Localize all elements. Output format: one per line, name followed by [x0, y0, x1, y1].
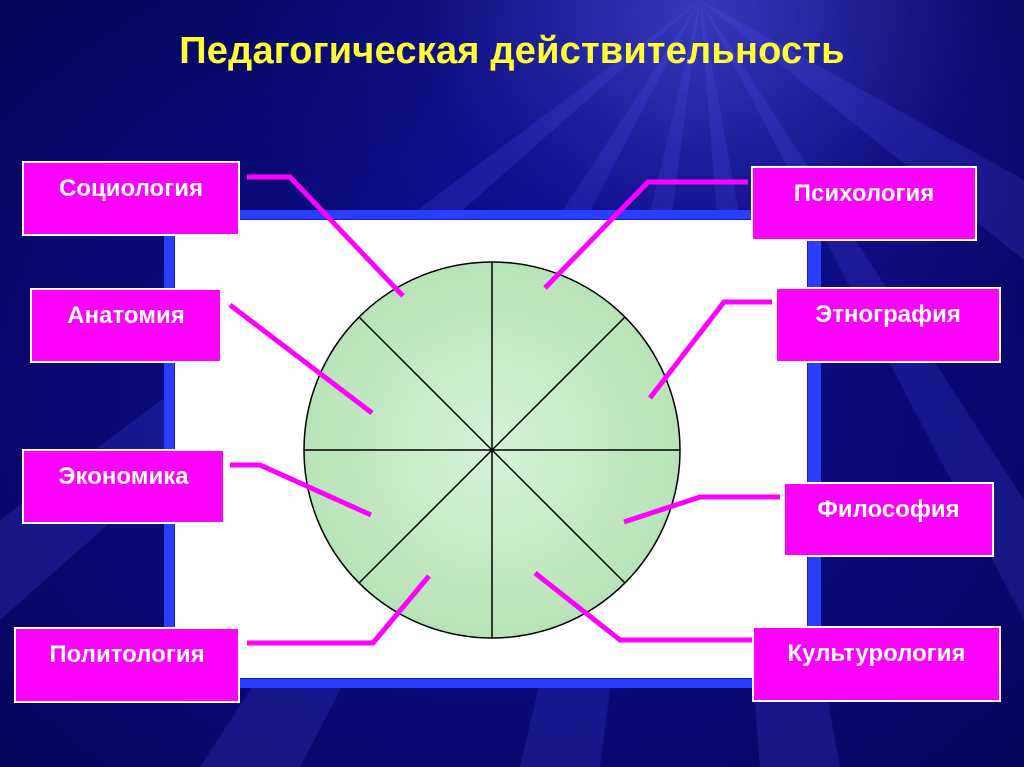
- label-anatomy: Анатомия: [67, 302, 185, 329]
- connector-culturology: [533, 571, 752, 643]
- box-politology: Политология: [14, 627, 240, 703]
- connector-psychology: [543, 179, 748, 290]
- label-philosophy: Философия: [817, 496, 960, 523]
- box-philosophy: Философия: [783, 482, 994, 557]
- label-politology: Политология: [49, 641, 205, 668]
- label-culturology: Культурология: [787, 640, 966, 667]
- connector-sociology: [247, 174, 405, 298]
- connector-politology: [247, 574, 431, 646]
- page-title: Педагогическая действительность: [179, 30, 845, 72]
- box-economics: Экономика: [22, 449, 225, 524]
- box-psychology: Психология: [751, 166, 977, 241]
- label-ethnography: Этнография: [815, 301, 961, 328]
- connector-economics: [230, 462, 373, 518]
- box-culturology: Культурология: [752, 626, 1001, 702]
- box-sociology: Социология: [22, 161, 240, 236]
- label-economics: Экономика: [58, 463, 189, 490]
- label-psychology: Психология: [793, 180, 935, 207]
- connector-ethnography: [648, 299, 772, 400]
- label-sociology: Социология: [59, 175, 203, 202]
- box-ethnography: Этнография: [775, 287, 1001, 363]
- divider-diagonal-b: [358, 316, 626, 584]
- circle-dividers: [304, 262, 680, 638]
- connector-philosophy: [623, 494, 780, 525]
- connector-anatomy: [228, 303, 374, 415]
- box-anatomy: Анатомия: [30, 288, 222, 363]
